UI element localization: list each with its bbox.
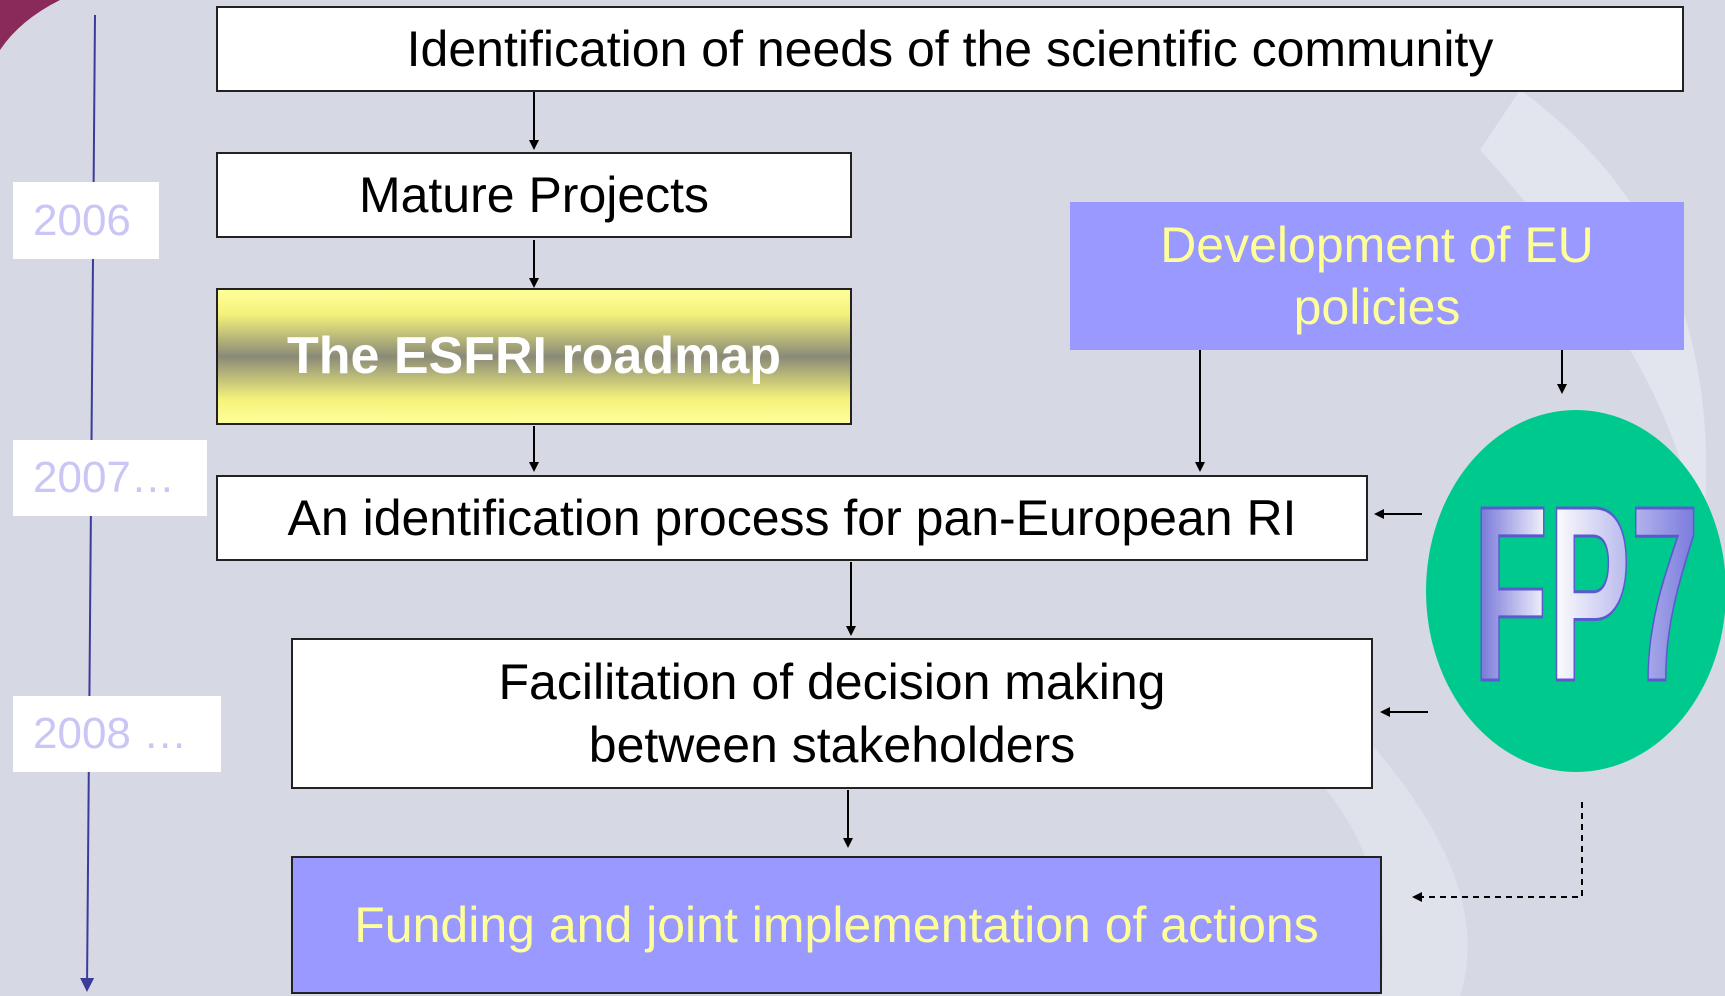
- year-label-2006: 2006: [13, 182, 159, 259]
- eu-policies-line2: EU policies: [1293, 216, 1594, 336]
- year-text: 2007…: [33, 453, 175, 502]
- facilitation-box: Facilitation of decision making between …: [291, 638, 1373, 789]
- year-label-2007: 2007…: [13, 440, 207, 516]
- esfri-roadmap-text: The ESFRI roadmap: [286, 327, 782, 385]
- identification-process-text: An identification process for pan-Europe…: [287, 489, 1297, 546]
- mature-projects-box: Mature Projects: [216, 152, 852, 238]
- identification-process-box: An identification process for pan-Europe…: [216, 475, 1368, 561]
- fp7-circle: [1426, 410, 1725, 772]
- mature-projects-text: Mature Projects: [358, 166, 710, 223]
- eu-policies-box: Development of EU policies: [1070, 202, 1684, 350]
- eu-policies-text: Development of EU policies: [1070, 214, 1684, 339]
- fp7-logo: FP7: [1472, 480, 1701, 710]
- funding-text: Funding and joint implementation of acti…: [354, 896, 1319, 953]
- year-label-2008: 2008 …: [13, 696, 221, 772]
- needs-box: Identification of needs of the scientifi…: [216, 6, 1684, 92]
- facilitation-line1: Facilitation of decision making: [498, 654, 1166, 710]
- fp7-text: FP7: [1473, 480, 1699, 710]
- eu-policies-line1: Development of: [1160, 216, 1511, 273]
- year-text: 2006: [33, 195, 131, 245]
- needs-text: Identification of needs of the scientifi…: [406, 20, 1494, 77]
- dashed-fp7-to-funding: [1412, 802, 1583, 902]
- facilitation-text: Facilitation of decision making between …: [499, 651, 1166, 776]
- facilitation-line2: between stakeholders: [588, 716, 1076, 773]
- year-text: 2008 …: [33, 709, 188, 758]
- funding-box: Funding and joint implementation of acti…: [291, 856, 1382, 994]
- esfri-roadmap-box: The ESFRI roadmap: [216, 288, 852, 425]
